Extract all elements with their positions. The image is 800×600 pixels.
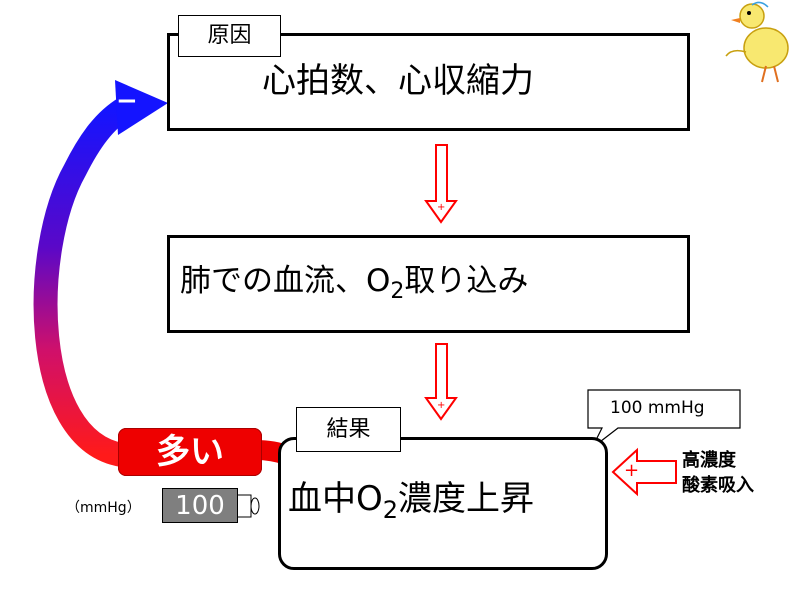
result-text-sub: 2 bbox=[382, 495, 399, 524]
plus-down-arrow-icon bbox=[424, 144, 458, 224]
side-label-line2: 酸素吸入 bbox=[682, 475, 754, 497]
cause-tag: 原因 bbox=[178, 15, 281, 57]
high-badge: 多い bbox=[118, 428, 262, 476]
cause-text: 心拍数、心収縮力 bbox=[262, 61, 534, 101]
callout-text: 100 mmHg bbox=[610, 398, 705, 418]
feedback-arrowhead bbox=[115, 80, 168, 135]
minus-sign: − bbox=[116, 86, 138, 116]
chick-icon bbox=[725, 1, 789, 83]
plus-sign-3: + bbox=[624, 460, 640, 481]
result-tag: 結果 bbox=[296, 407, 401, 452]
plus-sign-2: + bbox=[437, 400, 446, 411]
result-box bbox=[278, 437, 608, 570]
result-text-b: 濃度上昇 bbox=[398, 479, 535, 519]
process-text-b: 取り込み bbox=[404, 263, 529, 299]
side-label-line1: 高濃度 bbox=[682, 450, 736, 471]
plus-down-arrow-icon bbox=[424, 343, 458, 421]
process-text: 肺での血流、O2取り込み bbox=[180, 266, 528, 303]
process-text-sub: 2 bbox=[390, 279, 405, 305]
left-arrow-icon bbox=[611, 447, 677, 497]
gauge-unit: （mmHg） bbox=[66, 500, 141, 516]
feedback-curve bbox=[33, 97, 132, 467]
callout-bubble bbox=[587, 389, 741, 449]
result-text-a: 血中O bbox=[288, 479, 383, 519]
side-label: 高濃度 酸素吸入 bbox=[682, 448, 754, 498]
process-box bbox=[167, 235, 690, 333]
process-text-a: 肺での血流、O bbox=[180, 263, 391, 299]
plus-sign-1: + bbox=[437, 202, 446, 213]
result-text: 血中O2濃度上昇 bbox=[288, 482, 534, 522]
gauge-value: 100 bbox=[162, 488, 238, 523]
